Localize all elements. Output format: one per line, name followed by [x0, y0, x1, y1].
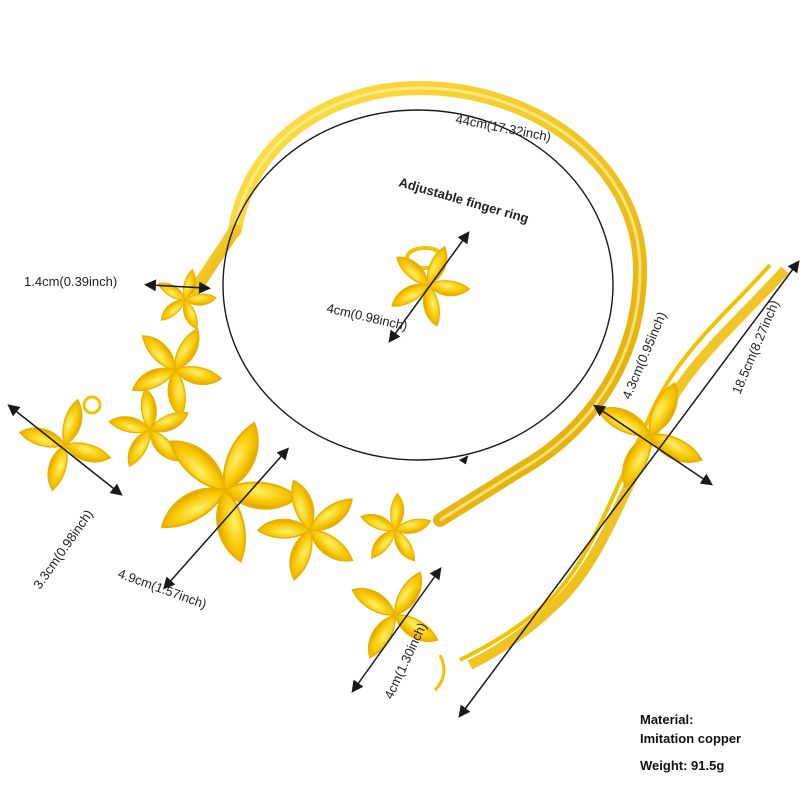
earring-size-line: [7, 404, 123, 496]
drop-earring-size-line: [351, 567, 442, 693]
material-value: Imitation copper: [640, 731, 742, 746]
necklace-width-line: [144, 279, 211, 294]
bracelet-length-line: [458, 260, 800, 718]
necklace: [100, 80, 648, 603]
material-label: Material:: [640, 712, 694, 727]
ring-size-line: [388, 231, 470, 343]
weight-label: Weight: 91.5g: [640, 758, 725, 773]
pendant-size-label: 4.9cm(1.57inch): [116, 566, 209, 612]
bracelet: [459, 263, 789, 670]
ring-title-label: Adjustable finger ring: [397, 174, 530, 225]
pendant-size-line: [163, 447, 289, 590]
stud-earring: [18, 395, 112, 492]
earring-size-label: 3.3cm(0.98inch): [30, 507, 96, 592]
bracelet-length-label: 18.5cm(8.27inch): [729, 298, 782, 396]
necklace-width-label: 1.4cm(0.39inch): [24, 274, 117, 289]
